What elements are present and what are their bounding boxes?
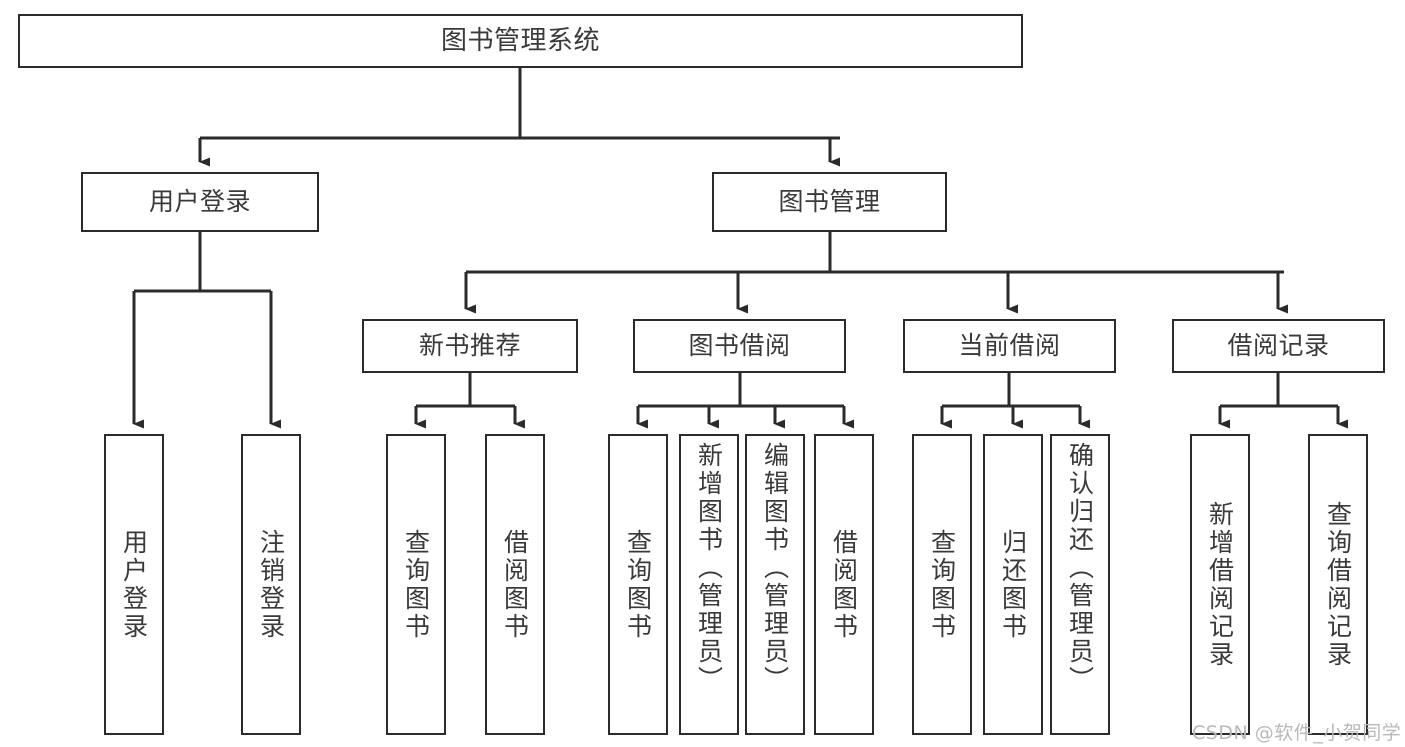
- node-book-borrow-label: 图书借阅: [688, 331, 791, 361]
- node-confirm-return-admin[interactable]: 确认归还（管理员）: [1050, 434, 1110, 735]
- node-edit-book-admin-label: 编辑图书（管理员）: [760, 442, 790, 694]
- node-borrow-book-new-label: 借阅图书: [500, 528, 530, 641]
- node-book-management[interactable]: 图书管理: [712, 172, 947, 232]
- node-borrow-book-do-label: 借阅图书: [829, 528, 859, 641]
- node-new-book-recommend-label: 新书推荐: [418, 331, 521, 361]
- node-query-book-new[interactable]: 查询图书: [386, 434, 446, 735]
- node-query-book-borrow[interactable]: 查询图书: [608, 434, 668, 735]
- node-add-borrow-record[interactable]: 新增借阅记录: [1190, 434, 1250, 735]
- node-edit-book-admin[interactable]: 编辑图书（管理员）: [745, 434, 805, 735]
- node-add-borrow-record-label: 新增借阅记录: [1205, 500, 1235, 669]
- node-return-book[interactable]: 归还图书: [983, 434, 1043, 735]
- node-user-login-do-label: 用户登录: [119, 528, 149, 641]
- node-query-book-new-label: 查询图书: [401, 528, 431, 641]
- node-borrow-record-label: 借阅记录: [1227, 331, 1330, 361]
- node-user-login-do[interactable]: 用户登录: [104, 434, 164, 735]
- node-user-login[interactable]: 用户登录: [81, 172, 319, 232]
- node-root-label: 图书管理系统: [440, 25, 600, 56]
- node-query-book-current-label: 查询图书: [927, 528, 957, 641]
- node-add-book-admin[interactable]: 新增图书（管理员）: [679, 434, 739, 735]
- node-borrow-book-do[interactable]: 借阅图书: [814, 434, 874, 735]
- csdn-watermark: CSDN @软件_小贺同学: [1192, 722, 1402, 744]
- node-borrow-record[interactable]: 借阅记录: [1172, 319, 1385, 373]
- node-current-borrow[interactable]: 当前借阅: [903, 319, 1116, 373]
- node-root[interactable]: 图书管理系统: [18, 14, 1023, 68]
- node-book-borrow[interactable]: 图书借阅: [633, 319, 846, 373]
- node-new-book-recommend[interactable]: 新书推荐: [362, 319, 578, 373]
- node-confirm-return-admin-label: 确认归还（管理员）: [1065, 442, 1095, 694]
- node-borrow-book-new[interactable]: 借阅图书: [485, 434, 545, 735]
- node-query-borrow-record-label: 查询借阅记录: [1323, 500, 1353, 669]
- node-query-book-borrow-label: 查询图书: [623, 528, 653, 641]
- node-user-logout[interactable]: 注销登录: [241, 434, 301, 735]
- node-user-logout-label: 注销登录: [256, 528, 286, 641]
- node-query-borrow-record[interactable]: 查询借阅记录: [1308, 434, 1368, 735]
- node-return-book-label: 归还图书: [998, 528, 1028, 641]
- node-book-management-label: 图书管理: [778, 187, 881, 217]
- node-query-book-current[interactable]: 查询图书: [912, 434, 972, 735]
- node-user-login-label: 用户登录: [148, 187, 251, 217]
- node-current-borrow-label: 当前借阅: [958, 331, 1061, 361]
- node-add-book-admin-label: 新增图书（管理员）: [694, 442, 724, 694]
